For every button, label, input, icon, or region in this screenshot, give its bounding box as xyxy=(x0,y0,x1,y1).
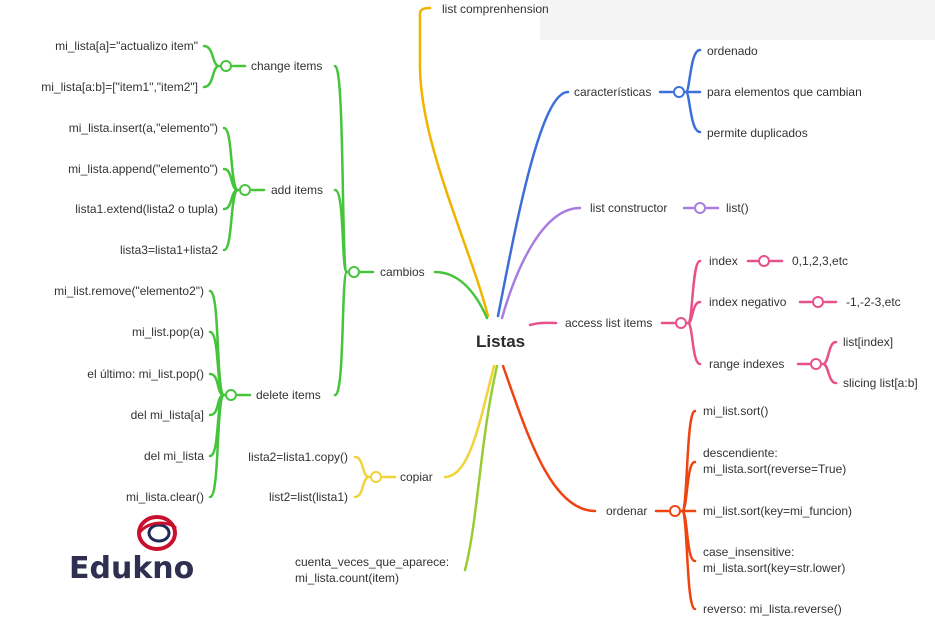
delete-item[interactable]: el último: mi_list.pop() xyxy=(87,367,204,381)
caracteristicas-connectors xyxy=(658,48,702,134)
access-label[interactable]: access list items xyxy=(565,316,652,330)
caracteristicas-item[interactable]: ordenado xyxy=(707,44,758,58)
add-item[interactable]: mi_lista.append("elemento") xyxy=(68,162,218,176)
ordenar-label[interactable]: ordenar xyxy=(606,504,647,518)
logo-mark-icon xyxy=(137,515,177,551)
ordenar-item[interactable]: case_insensitive: xyxy=(703,545,794,559)
branch-line-copiar xyxy=(443,364,496,479)
delete-items-label[interactable]: delete items xyxy=(256,388,321,402)
constructor-label[interactable]: list constructor xyxy=(590,201,667,215)
range-item[interactable]: list[index] xyxy=(843,335,893,349)
constructor-node[interactable] xyxy=(694,202,706,214)
branch-line-count xyxy=(463,364,499,572)
range-item[interactable]: slicing list[a:b] xyxy=(843,376,918,390)
count-line-1[interactable]: cuenta_veces_que_aparece: xyxy=(295,555,449,569)
index-value[interactable]: 0,1,2,3,etc xyxy=(792,254,848,268)
delete-item[interactable]: mi_list.pop(a) xyxy=(132,325,204,339)
root-title[interactable]: Listas xyxy=(476,332,525,351)
cambios-label[interactable]: cambios xyxy=(380,265,425,279)
ordenar-item[interactable]: mi_list.sort(key=mi_funcion) xyxy=(703,504,852,518)
delete-item[interactable]: mi_list.remove("elemento2") xyxy=(54,284,204,298)
delete-items-node[interactable] xyxy=(225,389,237,401)
copiar-label[interactable]: copiar xyxy=(400,470,433,484)
add-item[interactable]: lista3=lista1+lista2 xyxy=(120,243,218,257)
add-items-node[interactable] xyxy=(239,184,251,196)
caracteristicas-label[interactable]: características xyxy=(574,85,651,99)
background-band xyxy=(540,0,935,40)
index-node[interactable] xyxy=(758,255,770,267)
access-node[interactable] xyxy=(675,317,687,329)
range-node[interactable] xyxy=(810,358,822,370)
copiar-connectors xyxy=(353,455,397,499)
add-item[interactable]: lista1.extend(lista2 o tupla) xyxy=(75,202,218,216)
copiar-item[interactable]: lista2=lista1.copy() xyxy=(248,450,348,464)
logo-text: Edukno xyxy=(69,551,194,586)
branch-line-cambios xyxy=(433,270,489,320)
ordenar-item[interactable]: mi_lista.sort(reverse=True) xyxy=(703,462,846,476)
delete-item[interactable]: del mi_lista[a] xyxy=(131,408,204,422)
change-item[interactable]: mi_lista[a:b]=["item1","item2"] xyxy=(41,80,198,94)
change-items-node[interactable] xyxy=(220,60,232,72)
caracteristicas-item[interactable]: para elementos que cambian xyxy=(707,85,862,99)
index-label[interactable]: index xyxy=(709,254,738,268)
comprehension-label[interactable]: list comprenhension xyxy=(442,2,549,16)
delete-item[interactable]: mi_lista.clear() xyxy=(126,490,204,504)
ordenar-item[interactable]: mi_lista.sort(key=str.lower) xyxy=(703,561,845,575)
root-connectors xyxy=(418,6,597,572)
add-items-label[interactable]: add items xyxy=(271,183,323,197)
caracteristicas-node[interactable] xyxy=(673,86,685,98)
cambios-node[interactable] xyxy=(348,266,360,278)
copiar-node[interactable] xyxy=(370,471,382,483)
index-negativo-node[interactable] xyxy=(812,296,824,308)
change-item[interactable]: mi_lista[a]="actualizo item" xyxy=(55,39,198,53)
cambios-connectors xyxy=(202,44,375,499)
index-negativo-label[interactable]: index negativo xyxy=(709,295,787,309)
index-negativo-value[interactable]: -1,-2-3,etc xyxy=(846,295,901,309)
add-item[interactable]: mi_lista.insert(a,"elemento") xyxy=(69,121,218,135)
copiar-item[interactable]: list2=list(lista1) xyxy=(269,490,348,504)
ordenar-item[interactable]: mi_list.sort() xyxy=(703,404,768,418)
branch-line-comprehension xyxy=(418,6,490,318)
count-line-2[interactable]: mi_lista.count(item) xyxy=(295,571,399,585)
branch-line-constructor xyxy=(500,206,582,320)
range-label[interactable]: range indexes xyxy=(709,357,784,371)
branch-line-caracteristicas xyxy=(496,90,570,318)
branch-line-access xyxy=(528,321,558,327)
ordenar-node[interactable] xyxy=(669,505,681,517)
caracteristicas-item[interactable]: permite duplicados xyxy=(707,126,808,140)
delete-item[interactable]: del mi_lista xyxy=(144,449,204,463)
constructor-item[interactable]: list() xyxy=(726,201,749,215)
ordenar-connectors xyxy=(654,409,697,611)
ordenar-item[interactable]: descendiente: xyxy=(703,446,778,460)
branch-line-ordenar xyxy=(501,364,597,513)
change-items-label[interactable]: change items xyxy=(251,59,322,73)
ordenar-item[interactable]: reverso: mi_lista.reverse() xyxy=(703,602,842,616)
edukno-logo: Edukno xyxy=(69,515,194,586)
access-connectors xyxy=(660,259,838,385)
